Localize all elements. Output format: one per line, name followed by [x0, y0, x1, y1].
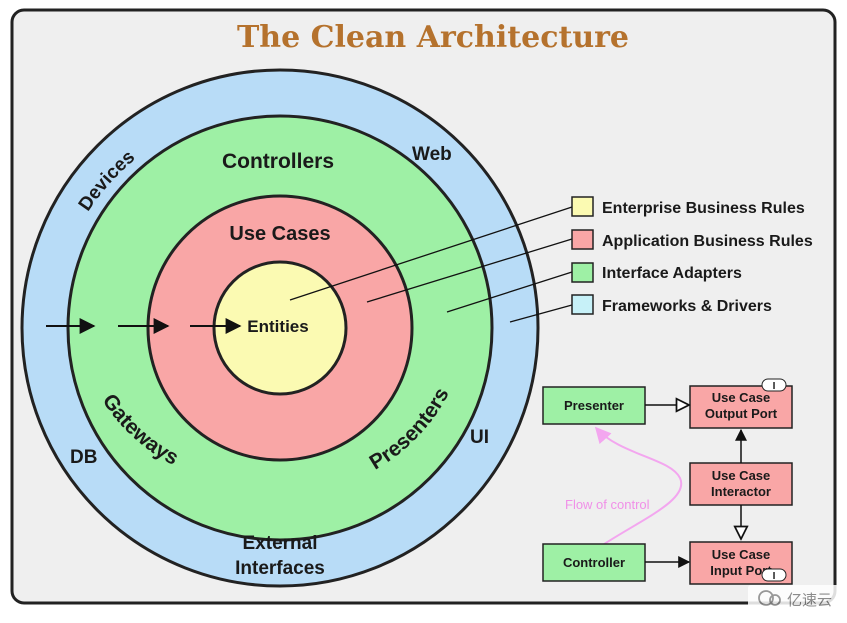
- legend-label-frameworks: Frameworks & Drivers: [602, 298, 772, 315]
- controller-label: Controller: [563, 555, 625, 570]
- legend-label-application: Application Business Rules: [602, 233, 813, 250]
- cloud-icon-part: [769, 594, 781, 606]
- external-interfaces-line1: External: [243, 533, 318, 554]
- external-interfaces-line2: Interfaces: [235, 558, 325, 579]
- entities-label: Entities: [247, 317, 308, 336]
- legend-leader-adapters: [446, 271, 573, 313]
- legend-label-enterprise: Enterprise Business Rules: [602, 200, 805, 217]
- output-port-interface-label: I: [773, 381, 776, 392]
- ui-label: UI: [470, 427, 489, 448]
- diagram-title: The Clean Architecture: [237, 20, 629, 55]
- output-port-box: [689, 385, 793, 429]
- presenter-box: [542, 386, 646, 425]
- input-port-interface-label: I: [773, 571, 776, 582]
- legend-leader-frameworks: [509, 304, 573, 323]
- output-port-line2: Output Port: [705, 406, 778, 421]
- cloud-icon: [758, 590, 774, 606]
- entities-core: [212, 260, 348, 396]
- legend-swatch-frameworks: [571, 294, 594, 315]
- flow-of-control-curve: [594, 426, 683, 549]
- input-port-line1: Use Case: [712, 547, 771, 562]
- controllers-label: Controllers: [222, 150, 334, 173]
- flow-of-control-label: Flow of control: [565, 497, 650, 512]
- input-port-line2: Input Port: [710, 563, 772, 578]
- legend-leader-entities: [289, 206, 573, 301]
- presenter-label: Presenter: [564, 398, 624, 413]
- legend-swatch-application: [571, 229, 594, 250]
- interactor-line1: Use Case: [712, 468, 771, 483]
- legend-label-adapters: Interface Adapters: [602, 265, 742, 282]
- legend-leader-use-cases: [366, 238, 573, 303]
- legend: Enterprise Business Rules Application Bu…: [571, 196, 813, 315]
- output-port-interface-marker: [761, 378, 787, 392]
- watermark-background: [748, 585, 843, 613]
- watermark: 亿速云: [748, 585, 843, 613]
- legend-swatch-enterprise: [571, 196, 594, 217]
- interactor-line2: Interactor: [711, 484, 771, 499]
- watermark-label: 亿速云: [787, 592, 832, 609]
- legend-swatch-adapters: [571, 262, 594, 283]
- flow-diagram: Flow of control Presenter Use Case Outpu…: [542, 378, 793, 585]
- db-label: DB: [70, 447, 97, 468]
- output-port-line1: Use Case: [712, 390, 771, 405]
- input-port-interface-marker: [761, 568, 787, 582]
- use-cases-label: Use Cases: [229, 223, 330, 245]
- web-label: Web: [412, 144, 452, 165]
